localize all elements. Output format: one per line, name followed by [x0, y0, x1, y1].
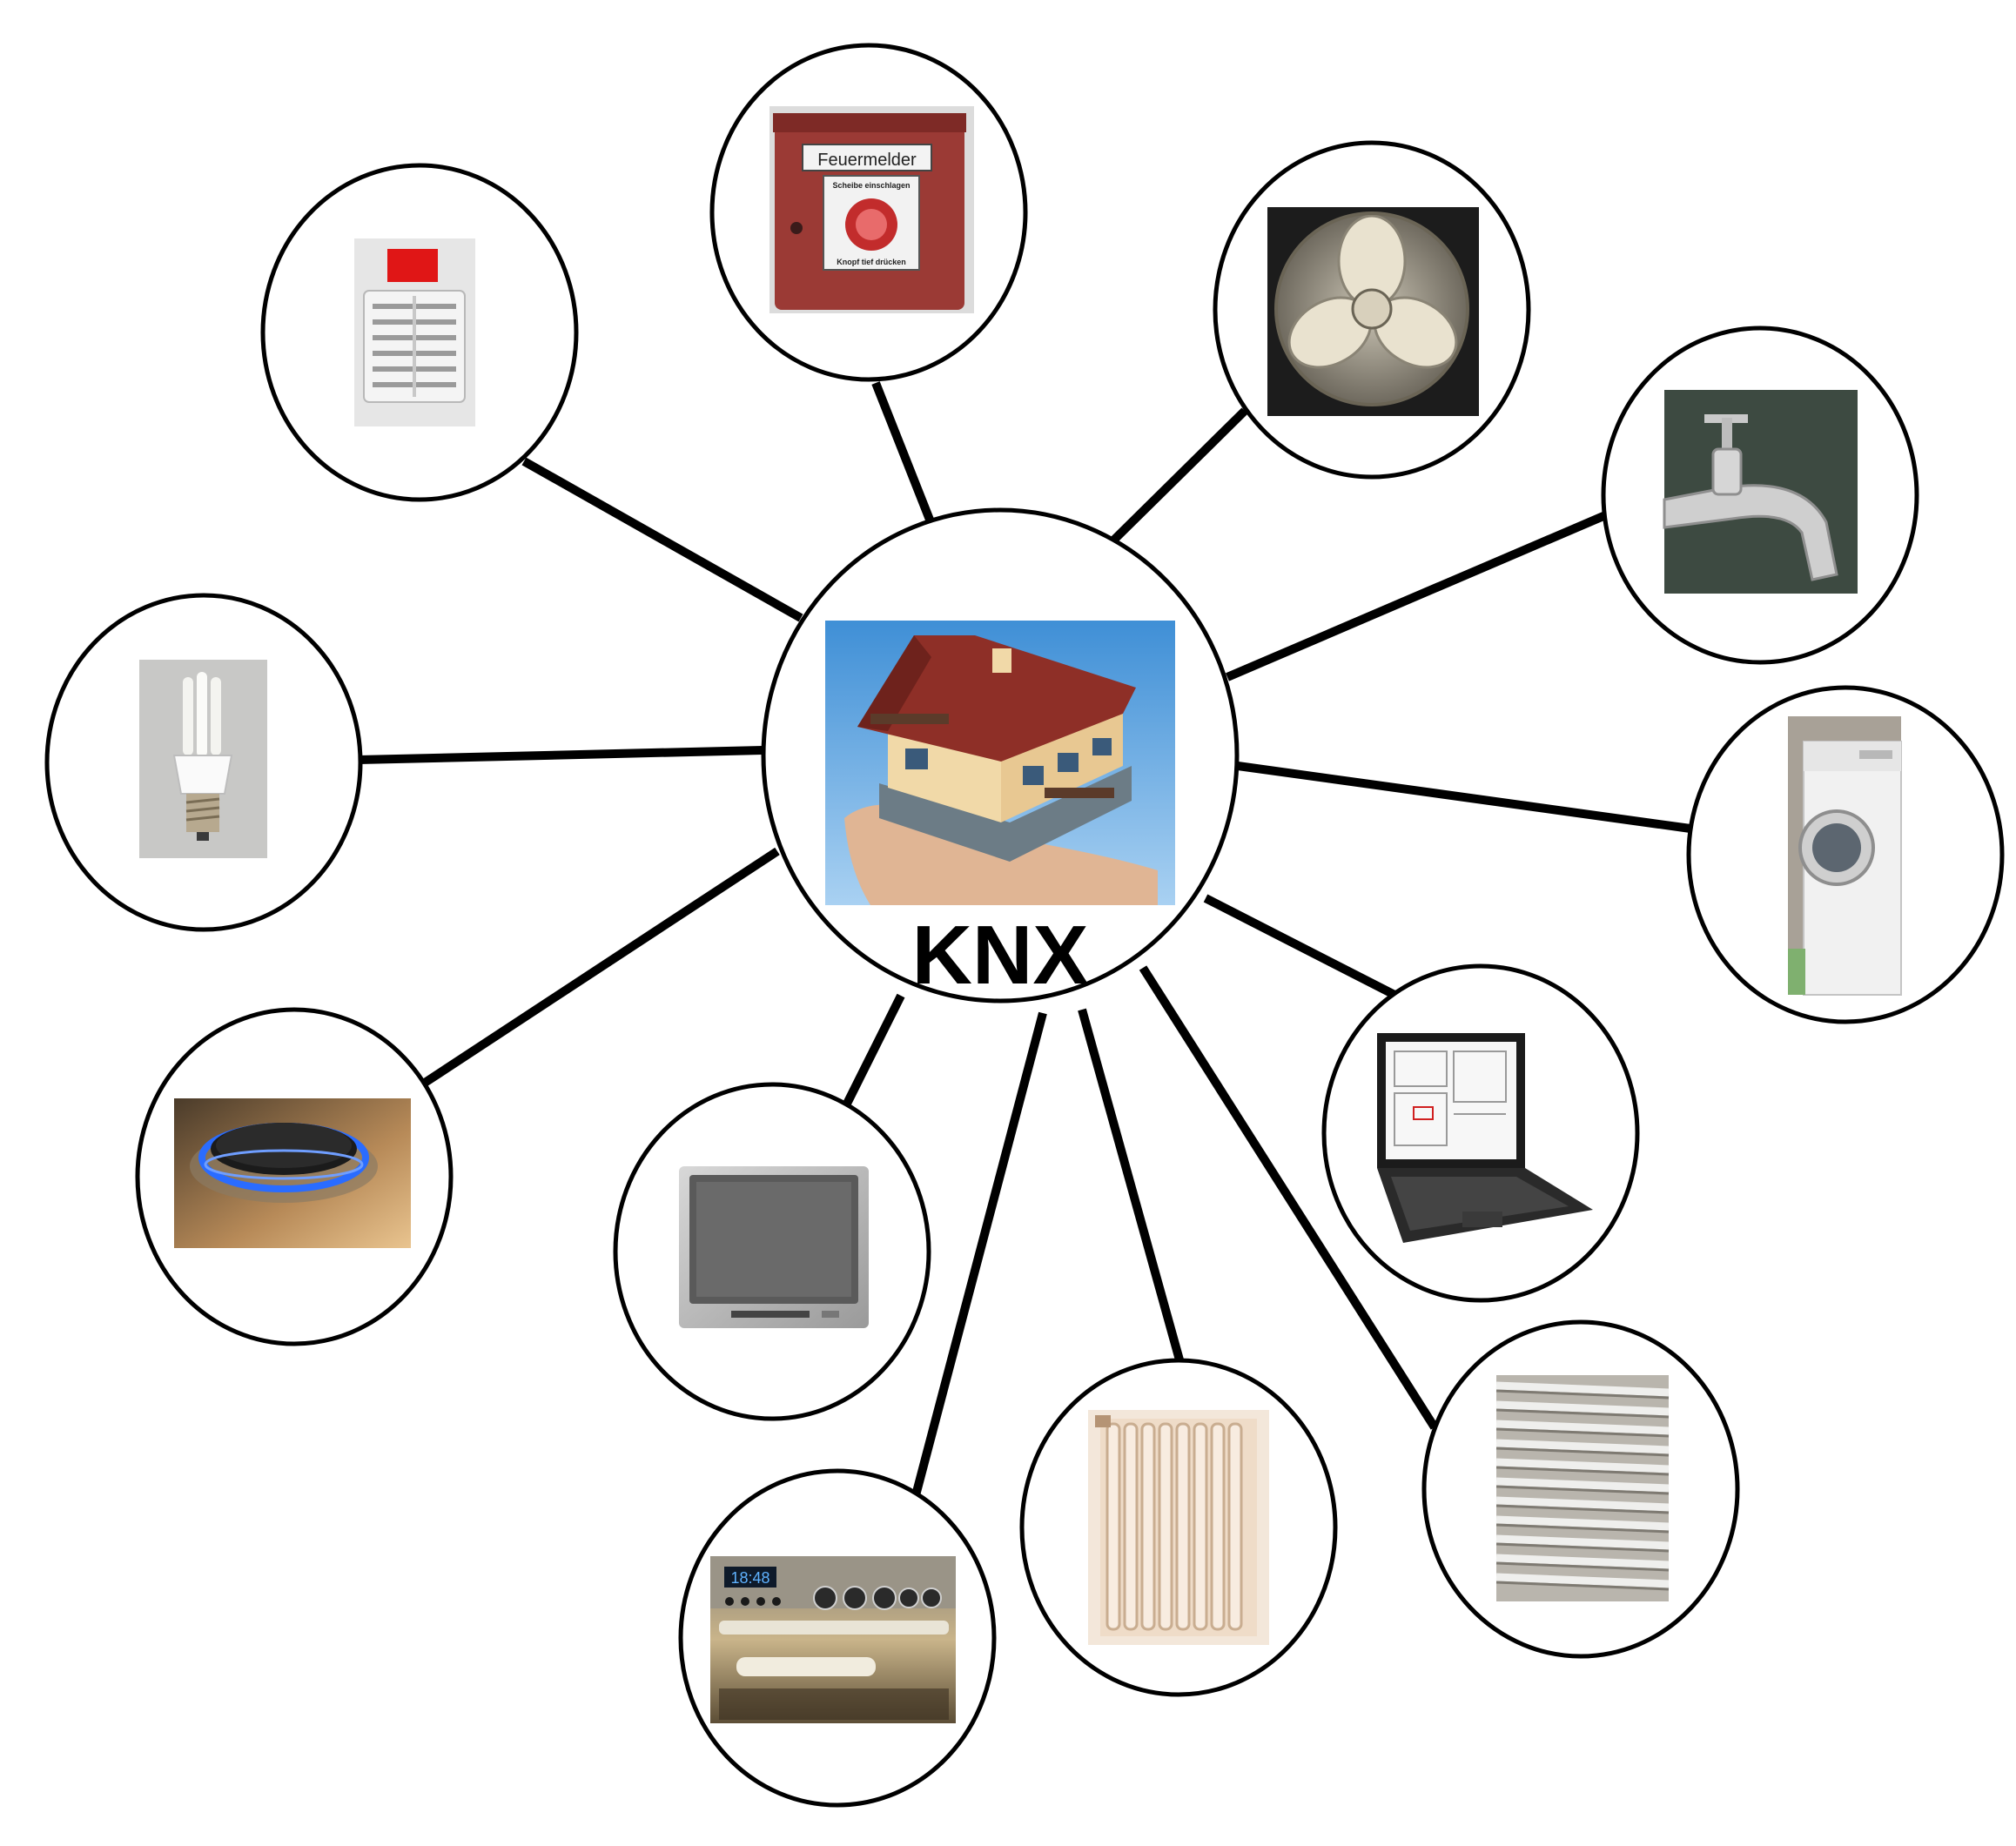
spoke-oven: [916, 1013, 1043, 1495]
water-tap-icon: [1664, 390, 1858, 594]
hub-node: KNX: [763, 510, 1237, 1002]
node-gas-stove: [138, 1010, 451, 1344]
fire-alarm-instruction-bottom: Knopf tief drücken: [837, 258, 906, 266]
radiator-icon: [1088, 1410, 1269, 1645]
node-blinds: [1424, 1322, 1737, 1656]
node-radiator: [1022, 1360, 1335, 1695]
node-water-tap: [1603, 328, 1917, 662]
node-television: [615, 1084, 929, 1419]
hub-label: KNX: [912, 909, 1089, 1002]
television-icon: [679, 1166, 869, 1328]
spoke-water-tap: [1227, 514, 1609, 677]
oven-display: 18:48: [730, 1569, 769, 1587]
spoke-radiator: [1082, 1010, 1180, 1363]
house-on-hand-icon: [825, 621, 1175, 905]
fire-alarm-label: Feuermelder: [817, 151, 917, 170]
gas-burner-icon: [174, 1098, 411, 1248]
node-washing-machine: [1689, 688, 2002, 1022]
spoke-gas-stove: [425, 851, 777, 1083]
node-fire-alarm: Feuermelder Scheibe einschlagen Knopf ti…: [712, 45, 1025, 379]
spoke-television: [846, 996, 901, 1105]
node-light-bulb: [47, 595, 360, 930]
fire-alarm-box-icon: Feuermelder Scheibe einschlagen Knopf ti…: [769, 106, 974, 313]
washing-machine-icon: [1788, 716, 1901, 995]
node-oven: 18:48: [681, 1471, 994, 1805]
energy-saving-bulb-icon: [139, 660, 267, 858]
oven-icon: 18:48: [710, 1556, 956, 1723]
fan-icon: [1267, 207, 1479, 416]
window-blinds-icon: [1496, 1375, 1669, 1601]
fire-alarm-instruction-top: Scheibe einschlagen: [832, 181, 910, 190]
spoke-washing-machine: [1238, 766, 1690, 829]
spoke-fire-alarm: [876, 383, 930, 520]
node-laptop: [1324, 966, 1637, 1300]
spoke-laptop: [1206, 898, 1394, 995]
node-fan: [1215, 143, 1529, 477]
spoke-smoke-detector: [524, 461, 801, 618]
node-smoke-detector: [263, 165, 576, 500]
smoke-detector-icon: [354, 238, 475, 426]
spoke-light-bulb: [359, 750, 763, 760]
spoke-fan: [1114, 411, 1245, 540]
